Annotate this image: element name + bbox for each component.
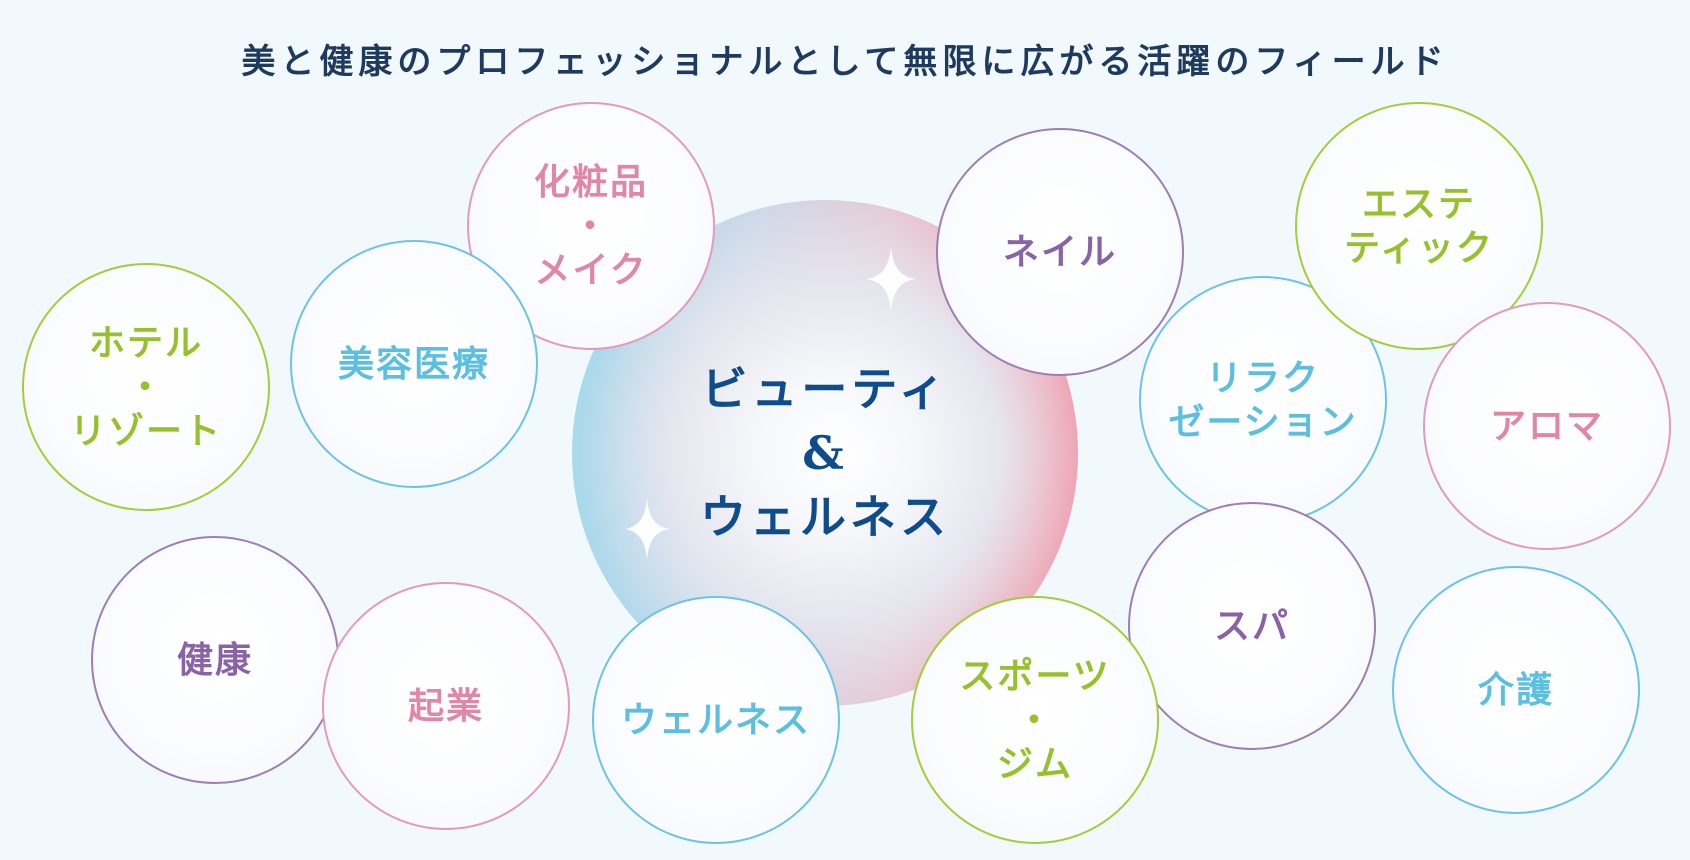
field-bubble-startup: 起業	[322, 582, 570, 830]
sparkle-icon	[866, 246, 916, 312]
field-label: 化粧品	[533, 161, 648, 203]
field-label: スポーツ	[959, 655, 1111, 697]
field-bubble-care: 介護	[1392, 566, 1640, 814]
field-bubble-nail: ネイル	[936, 128, 1184, 376]
center-line-beauty: ビューティ	[701, 362, 949, 416]
field-label: メイク	[534, 249, 648, 291]
field-bubble-aroma: アロマ	[1423, 302, 1671, 550]
field-label: ティック	[1344, 227, 1494, 269]
sparkle-icon	[624, 498, 670, 560]
field-bubble-spa: スパ	[1128, 502, 1376, 750]
field-bubble-sports-gym: スポーツ ・ ジム	[911, 596, 1159, 844]
field-label: ジム	[996, 743, 1073, 785]
field-bubble-cosmetic-medicine: 美容医療	[290, 240, 538, 488]
field-label: スパ	[1213, 605, 1290, 647]
field-label: ウェルネス	[620, 699, 811, 741]
field-label-separator: ・	[571, 205, 610, 247]
field-label: 健康	[176, 639, 253, 681]
field-bubble-health: 健康	[91, 536, 339, 784]
field-label: アロマ	[1489, 405, 1604, 447]
center-line-wellness: ウェルネス	[700, 490, 950, 544]
center-line-ampersand: &	[802, 426, 848, 480]
field-label-separator: ・	[1015, 699, 1054, 741]
field-label: ネイル	[1002, 231, 1117, 273]
field-bubble-wellness: ウェルネス	[592, 596, 840, 844]
field-label: 介護	[1477, 669, 1554, 711]
field-label: リゾート	[69, 410, 222, 452]
field-bubble-esthetic: エステ ティック	[1295, 102, 1543, 350]
field-label: 美容医療	[337, 343, 490, 385]
field-label-separator: ・	[126, 366, 165, 408]
field-label: ゼーション	[1168, 401, 1358, 443]
field-bubble-hotel-resort: ホテル ・ リゾート	[22, 263, 270, 511]
field-label: ホテル	[88, 322, 203, 364]
field-label: 起業	[407, 685, 484, 727]
field-label: リラク	[1205, 357, 1320, 399]
field-label: エステ	[1361, 183, 1476, 225]
page-title: 美と健康のプロフェッショナルとして無限に広がる活躍のフィールド	[241, 42, 1449, 82]
